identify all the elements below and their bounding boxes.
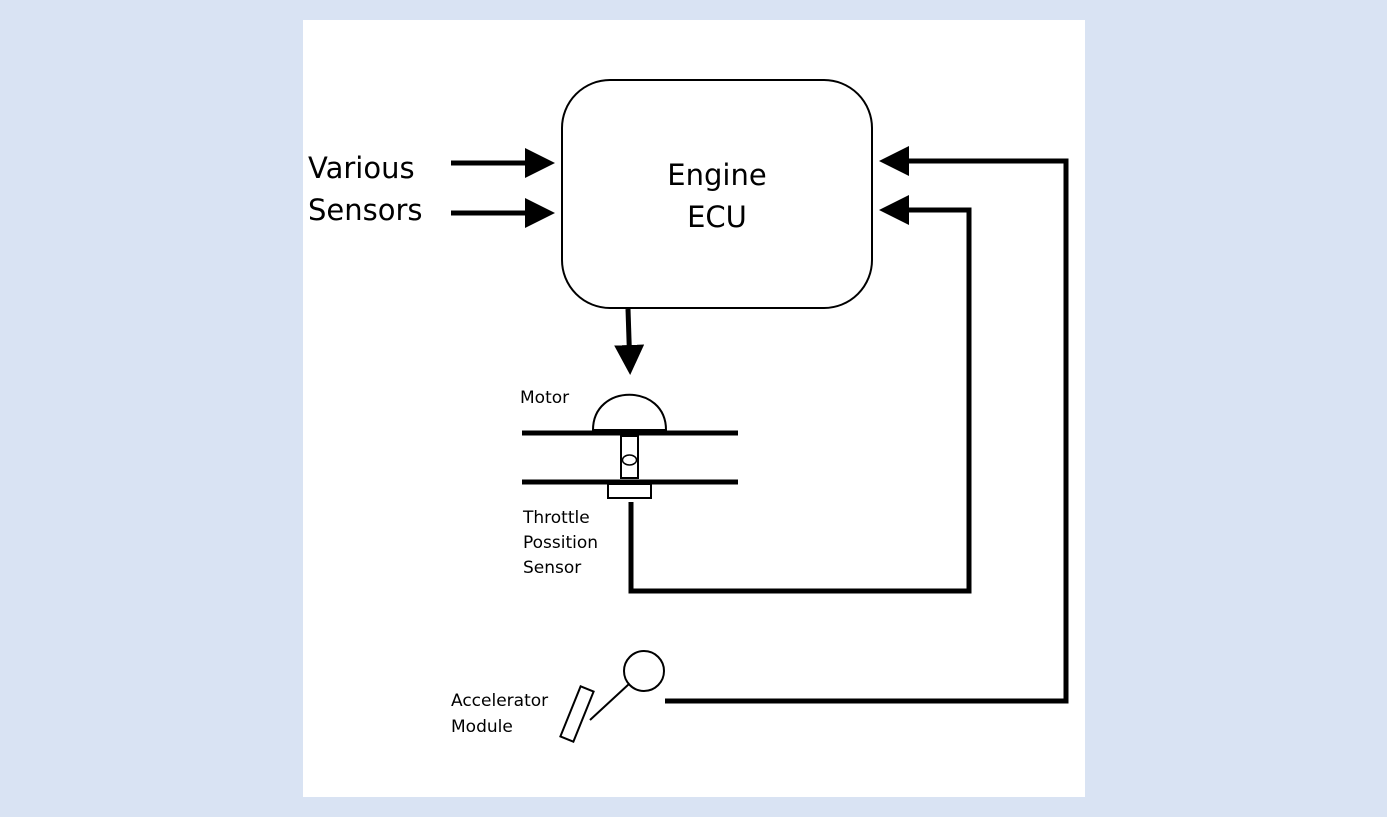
accelerator-feedback-line: [665, 146, 1069, 704]
tps-feedback-line: [628, 195, 972, 594]
tps-label-line2: Possition: [523, 533, 598, 553]
ecu-label-line2: ECU: [687, 200, 747, 234]
throttle-valve-disc: [621, 454, 638, 466]
accelerator-arm: [589, 683, 630, 721]
motor-icon: [591, 393, 668, 431]
ecu-box: [561, 79, 873, 309]
motor-label: Motor: [520, 388, 569, 408]
accelerator-pivot-icon: [623, 650, 665, 692]
sensors-label-line2: Sensors: [308, 193, 423, 227]
accel-label-line1: Accelerator: [451, 691, 548, 711]
ecu-to-motor-arrow: [614, 308, 645, 375]
accelerator-pedal-icon: [559, 685, 595, 743]
tps-label-line3: Sensor: [523, 558, 581, 578]
sensors-label-line1: Various: [308, 151, 415, 185]
tps-label-line1: Throttle: [522, 508, 590, 528]
ecu-label-line1: Engine: [667, 158, 766, 192]
accel-label-line2: Module: [451, 717, 513, 737]
throttle-position-sensor-icon: [607, 483, 652, 499]
